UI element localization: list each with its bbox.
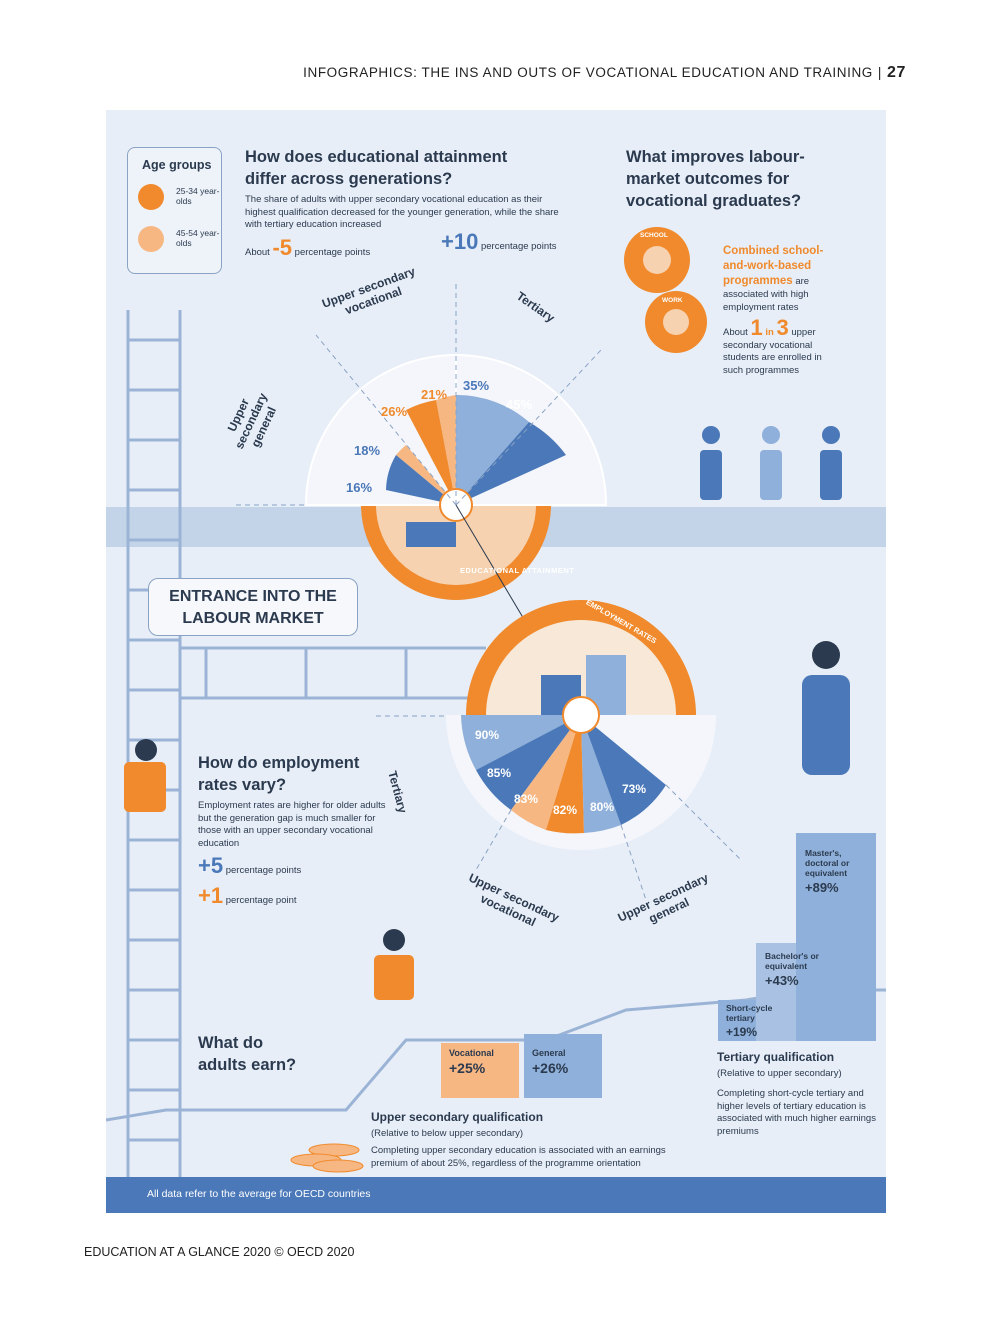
- running-head: INFOGRAPHICS: THE INS AND OUTS OF VOCATI…: [303, 64, 906, 82]
- master-earnings: Master's, doctoral or equivalent +89%: [797, 843, 873, 895]
- attainment-gen-45-54: 16%: [346, 480, 373, 495]
- attainment-change-vocational: About -5 percentage points: [245, 237, 371, 260]
- page-footer: EDUCATION AT A GLANCE 2020 © OECD 2020: [84, 1245, 355, 1259]
- tertiary-subtitle: (Relative to upper secondary): [717, 1068, 842, 1079]
- bachelor-earnings: Bachelor's or equivalent +43%: [757, 946, 833, 988]
- tertiary-note: Completing short-cycle tertiary and high…: [717, 1088, 876, 1137]
- outcomes-ratio: About 1 in 3 upper secondary vocational …: [723, 317, 838, 377]
- footer-note: All data refer to the average for OECD c…: [147, 1188, 371, 1200]
- change-prefix: About: [245, 247, 270, 258]
- change-vocational-unit: percentage points: [294, 247, 371, 258]
- short-cycle-earnings: Short-cycle tertiary +19%: [718, 998, 796, 1039]
- ratio-num: 1: [750, 315, 763, 340]
- upper-secondary-subtitle: (Relative to below upper secondary): [371, 1128, 524, 1139]
- general-earn-bar: [524, 1034, 602, 1098]
- gap-vocational-value: +1: [198, 883, 224, 908]
- school-work-gears: [624, 227, 707, 353]
- legend-25-34-icon: [138, 184, 164, 210]
- work-gear-label: WORK: [662, 297, 683, 304]
- attainment-heading: How does educational attainment differ a…: [245, 148, 508, 188]
- gap-tertiary-value: +5: [198, 853, 224, 878]
- employment-voc-25-34: 82%: [553, 803, 578, 817]
- attainment-gen-25-34: 18%: [354, 443, 381, 458]
- bachelor-value: +43%: [765, 973, 799, 988]
- employment-gap-vocational: +1 percentage point: [198, 885, 297, 908]
- ratio-prefix: About: [723, 327, 748, 338]
- general-earn-label: General: [532, 1048, 566, 1058]
- footer-bar: All data refer to the average for OECD c…: [106, 1177, 886, 1213]
- ratio-mid: in: [765, 327, 774, 338]
- ratio-den: 3: [776, 315, 789, 340]
- attainment-description: The share of adults with upper secondary…: [245, 194, 559, 230]
- change-tertiary-value: +10: [441, 229, 479, 254]
- change-vocational-value: -5: [272, 235, 293, 260]
- vocational-earn-bar: [441, 1043, 519, 1098]
- general-earn-value: +26%: [532, 1060, 569, 1076]
- infographic-artwork: [106, 227, 886, 1180]
- school-gear-label: SCHOOL: [640, 232, 668, 239]
- short-cycle-value: +19%: [726, 1025, 758, 1039]
- infographic-panel: Age groups 25-34 year-olds 45-54 year-ol…: [106, 110, 886, 1213]
- outcomes-highlight-rest: are associated with high employment rate…: [723, 276, 810, 313]
- master-label: Master's, doctoral or equivalent: [805, 848, 850, 878]
- employment-heading: How do employment rates vary?: [198, 754, 360, 794]
- employment-ter-45-54: 90%: [475, 728, 500, 742]
- attainment-separators: [236, 280, 602, 506]
- attainment-change-tertiary: +10 percentage points: [441, 231, 557, 254]
- vocational-earn-label: Vocational: [449, 1048, 494, 1058]
- attainment-gear-label: EDUCATIONAL ATTAINMENT: [460, 566, 575, 575]
- legend-title: Age groups: [142, 158, 212, 172]
- short-cycle-label: Short-cycle tertiary: [726, 1003, 773, 1023]
- outcomes-highlight: Combined school-and-work-based programme…: [723, 244, 843, 314]
- employment-gap-tertiary: +5 percentage points: [198, 855, 302, 878]
- legend-45-54-icon: [138, 226, 164, 252]
- change-tertiary-unit: percentage points: [480, 241, 557, 252]
- entrance-sign: ENTRANCE INTO THE LABOUR MARKET: [148, 578, 358, 636]
- upper-secondary-title: Upper secondary qualification: [371, 1110, 544, 1124]
- vocational-earnings: Vocational +25%: [441, 1043, 519, 1076]
- railing: [180, 646, 486, 700]
- age-groups-legend: Age groups 25-34 year-olds 45-54 year-ol…: [127, 147, 222, 274]
- tertiary-title: Tertiary qualification: [717, 1050, 835, 1064]
- vocational-earn-value: +25%: [449, 1060, 486, 1076]
- master-bar: [796, 833, 876, 1041]
- employment-gen-25-34: 73%: [622, 782, 647, 796]
- page-number: 27: [887, 64, 906, 81]
- general-earnings: General +26%: [524, 1043, 602, 1076]
- ladder-illustration: [126, 310, 182, 1180]
- outcomes-highlight-text: Combined school-and-work-based programme…: [723, 245, 824, 287]
- running-head-title: INFOGRAPHICS: THE INS AND OUTS OF VOCATI…: [303, 65, 873, 80]
- employment-voc-45-54: 83%: [514, 792, 539, 806]
- upper-secondary-note: Completing upper secondary education is …: [371, 1145, 666, 1169]
- employment-ter-25-34: 85%: [487, 766, 512, 780]
- attainment-voc-25-34: 21%: [421, 387, 448, 402]
- master-value: +89%: [805, 880, 839, 895]
- attainment-ter-45-54: 35%: [463, 378, 490, 393]
- employment-description: Employment rates are higher for older ad…: [198, 800, 386, 849]
- legend-45-54-label: 45-54 year-olds: [176, 228, 220, 248]
- coins-illustration: [290, 1143, 364, 1173]
- attainment-voc-45-54: 26%: [381, 404, 408, 419]
- legend-25-34-label: 25-34 year-olds: [176, 186, 220, 206]
- attainment-ter-25-34: 45%: [506, 397, 533, 412]
- gap-tertiary-unit: percentage points: [225, 865, 302, 876]
- earnings-heading: What do adults earn?: [198, 1034, 297, 1074]
- outcomes-heading: What improves labour-market outcomes for…: [626, 148, 805, 210]
- ratio-rest: upper secondary vocational students are …: [723, 327, 822, 376]
- gap-vocational-unit: percentage point: [225, 895, 297, 906]
- person-icons: [124, 426, 850, 1000]
- employment-gen-45-54: 80%: [590, 800, 615, 814]
- employment-fan: [446, 696, 716, 850]
- employment-separators: [376, 715, 742, 901]
- bachelor-label: Bachelor's or equivalent: [765, 951, 819, 971]
- running-head-separator: |: [877, 65, 882, 80]
